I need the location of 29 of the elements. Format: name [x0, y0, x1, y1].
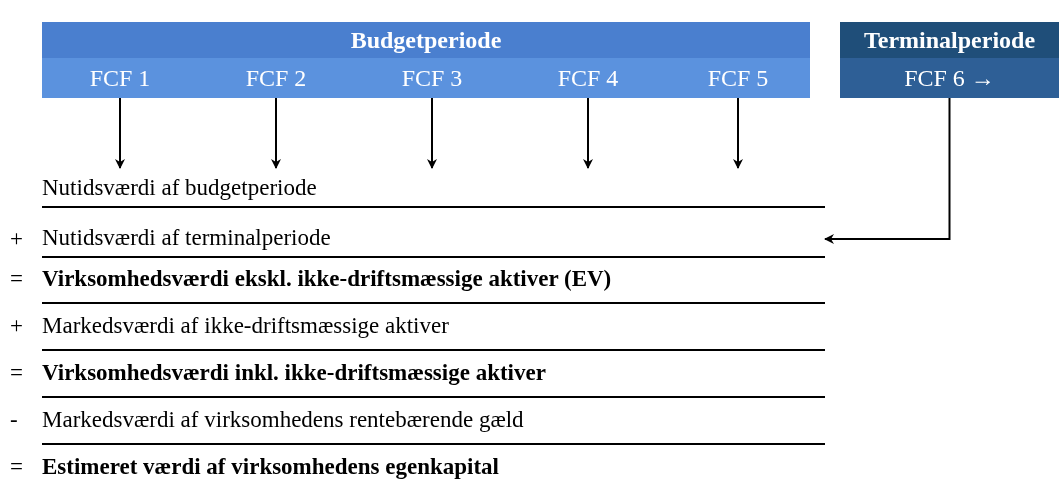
operator-sign: = [10, 359, 23, 387]
operator-sign: = [10, 265, 23, 293]
calculation-line: Virksomhedsværdi ekskl. ikke-driftsmæssige aktiver (EV) [42, 265, 612, 293]
calculation-line: Markedsværdi af ikke-driftsmæssige aktiver [42, 312, 449, 340]
arrow [271, 97, 281, 169]
operator-sign: + [10, 312, 23, 340]
value-cell: FCF 5 [666, 58, 810, 98]
calculation-line: Nutidsværdi af terminalperiode [42, 225, 331, 251]
calculation-line: Estimeret værdi af virksomhedens egenkapital [42, 453, 499, 481]
value-cell: FCF 3 [354, 58, 510, 98]
operator-sign: = [10, 453, 23, 481]
arrow [427, 97, 437, 169]
operator-sign: + [10, 225, 23, 253]
calculation-line: Markedsværdi af virksomhedens rentebærende gæld [42, 406, 524, 434]
period-band [840, 22, 1059, 98]
period-band [42, 22, 810, 98]
band-heading: Terminalperiode [840, 22, 1059, 58]
arrow [824, 97, 951, 244]
value-cell: FCF 4 [510, 58, 666, 98]
band-heading: Budgetperiode [42, 22, 810, 58]
arrow [115, 97, 125, 169]
value-cell: FCF 2 [198, 58, 354, 98]
calculation-line: Virksomhedsværdi inkl. ikke-driftsmæssige aktiver [42, 359, 546, 387]
operator-sign: - [10, 406, 18, 434]
calculation-line: Nutidsværdi af budgetperiode [42, 175, 317, 201]
arrow [583, 97, 593, 169]
arrow [733, 97, 743, 169]
value-cell: FCF 1 [42, 58, 198, 98]
value-cell: FCF 6 → [840, 58, 1059, 98]
